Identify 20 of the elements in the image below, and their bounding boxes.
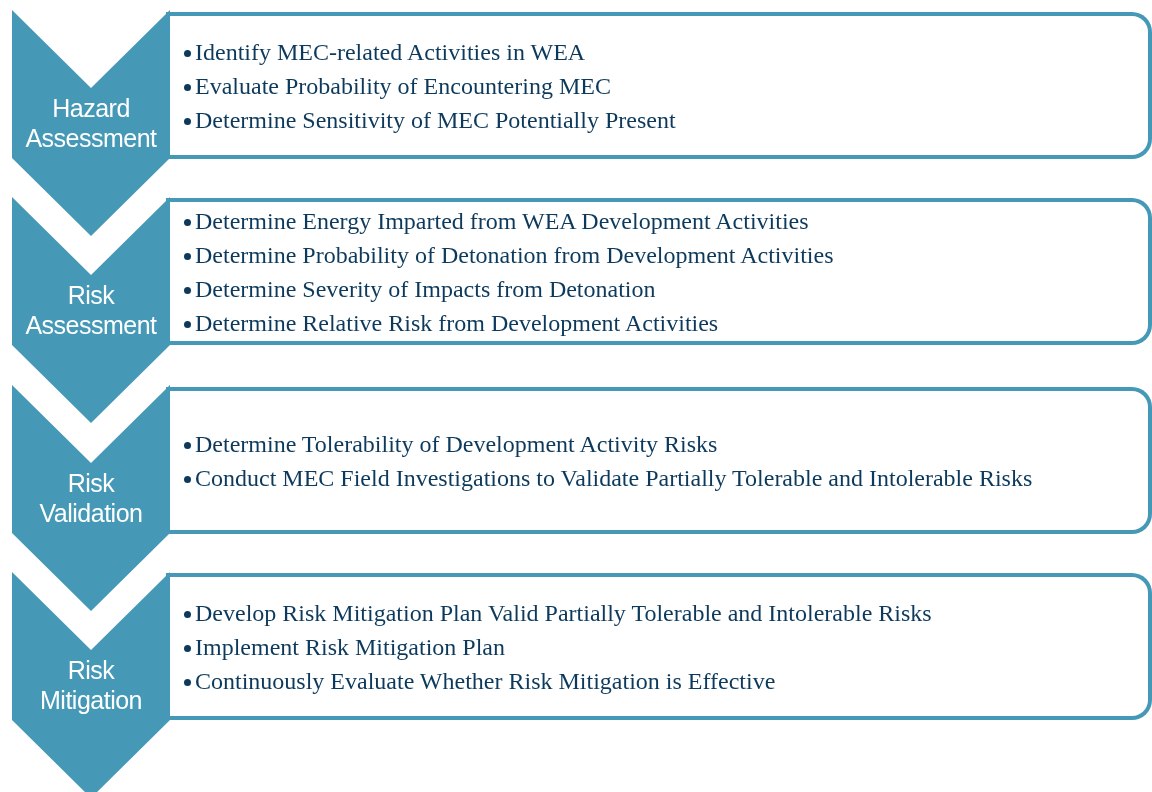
bullet-text: Determine Energy Imparted from WEA Development Activities xyxy=(195,206,809,236)
bullet-text: Conduct MEC Field Investigations to Validate Partially Tolerable and Intolerable Risks xyxy=(195,463,1033,493)
bullet-text: Implement Risk Mitigation Plan xyxy=(195,632,505,662)
bullet-text: Determine Probability of Detonation from Development Activities xyxy=(195,240,834,270)
bullet-text: Determine Severity of Impacts from Detonation xyxy=(195,274,656,304)
bullet-text: Determine Sensitivity of MEC Potentially Present xyxy=(195,105,676,135)
bullet-text: Develop Risk Mitigation Plan Valid Partially Tolerable and Intolerable Risks xyxy=(195,598,932,628)
bullet-text: Evaluate Probability of Encountering MEC xyxy=(195,71,611,101)
bullet-text: Determine Tolerability of Development Activity Risks xyxy=(195,429,718,459)
bullet-text: Identify MEC-related Activities in WEA xyxy=(195,37,586,67)
bullet-text: Determine Relative Risk from Development Activities xyxy=(195,308,719,338)
stage-label: Risk Mitigation xyxy=(39,655,143,715)
step-box xyxy=(166,198,1152,345)
bullet-text: Continuously Evaluate Whether Risk Mitigation is Effective xyxy=(195,666,776,696)
step-box xyxy=(166,12,1152,159)
step-box xyxy=(166,573,1152,720)
stage-label: Risk Validation xyxy=(38,468,144,528)
stage-label: Hazard Assessment xyxy=(24,93,158,153)
step-box xyxy=(166,387,1152,534)
stage-label: Risk Assessment xyxy=(24,280,158,340)
